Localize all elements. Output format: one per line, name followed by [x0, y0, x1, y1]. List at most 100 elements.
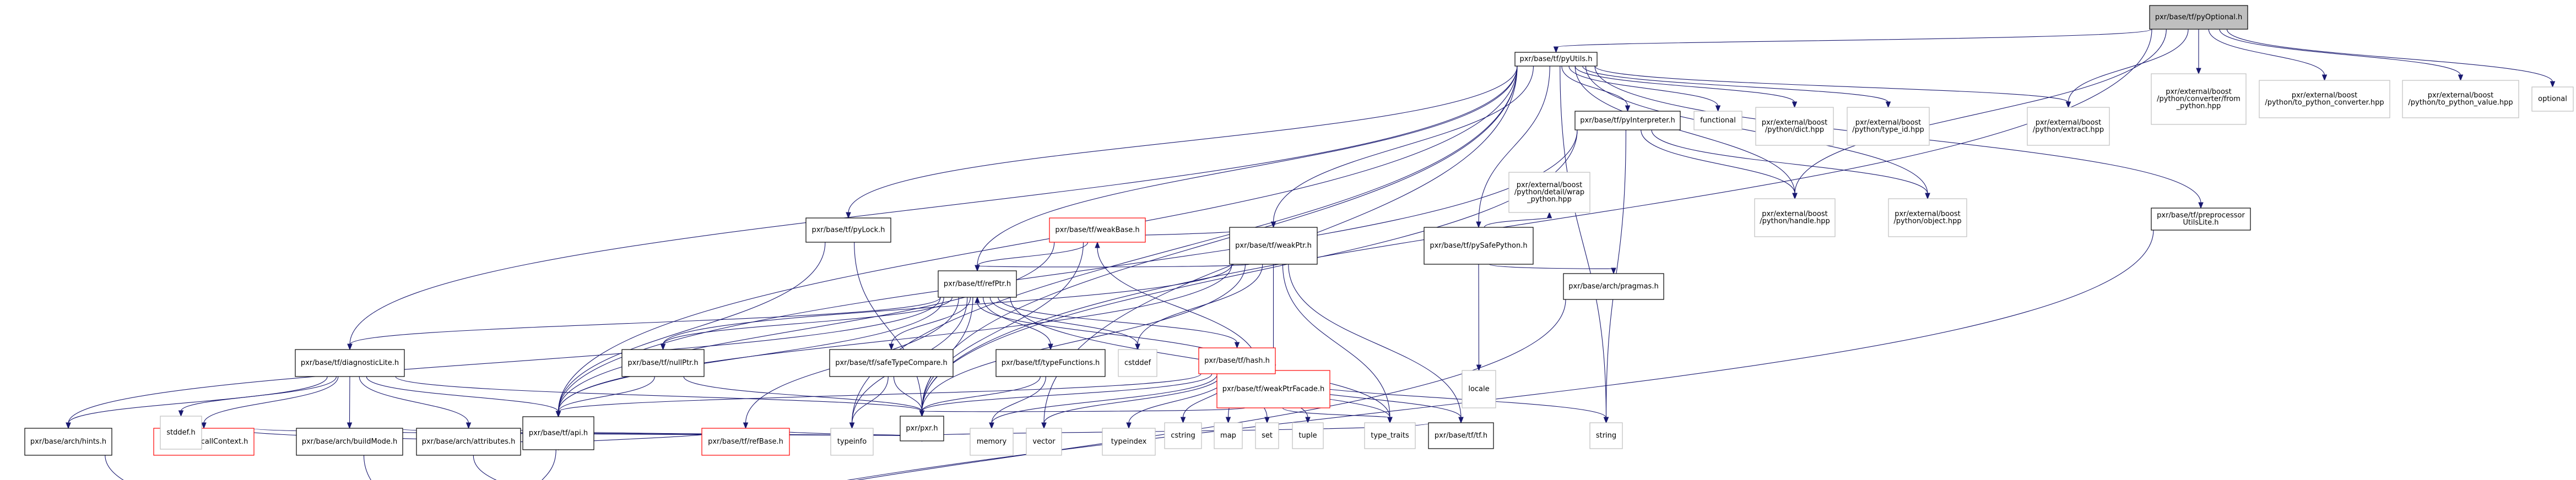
edge-buildMode-to-defines [363, 455, 371, 480]
arrowhead-icon [66, 422, 71, 429]
node-label: pxr/base/tf/api.h [529, 429, 588, 438]
edge-typeFunctions-to-memory [989, 376, 1046, 429]
edge-line [359, 376, 469, 424]
arrowhead-icon [1387, 417, 1393, 424]
edge-line [1484, 217, 1550, 228]
node-box [829, 349, 954, 377]
node-weakBase[interactable]: pxr/base/tf/weakBase.h [1049, 217, 1146, 243]
node-pyLock[interactable]: pxr/base/tf/pyLock.h [805, 217, 891, 243]
edge-pyUtils-to-extract [1594, 66, 2071, 108]
node-box [701, 428, 790, 456]
node-weakPtr[interactable]: pxr/base/tf/weakPtr.h [1229, 227, 1318, 265]
node-box [2259, 80, 2390, 118]
node-pyOptional[interactable]: pxr/base/tf/pyOptional.h [2149, 5, 2248, 30]
node-pragmas[interactable]: pxr/base/arch/pragmas.h [1563, 273, 1664, 300]
edge-line [558, 376, 655, 412]
node-label: pxr/base/tf/weakPtr.h [1235, 242, 1312, 250]
edge-line [1097, 247, 1260, 371]
edge-line [977, 264, 1251, 268]
edge-line [68, 297, 941, 424]
edge-pyOptional-to-pyUtils [1553, 29, 2152, 53]
arrowhead-icon [1925, 193, 1930, 200]
node-label: pxr/base/tf/diagnosticLite.h [301, 359, 399, 367]
node-label: pxr/base/tf/typeFunctions.h [1002, 359, 1100, 367]
node-label: stddef.h [166, 429, 195, 437]
node-label: memory [977, 438, 1007, 446]
node-pyUtils[interactable]: pxr/base/tf/pyUtils.h [1514, 52, 1598, 67]
edge-line [1794, 29, 2167, 194]
node-api[interactable]: pxr/base/tf/api.h [522, 416, 594, 450]
node-box [1049, 217, 1146, 243]
node-buildMode[interactable]: pxr/base/arch/buildMode.h [296, 428, 403, 456]
node-typeFunctions[interactable]: pxr/base/tf/typeFunctions.h [995, 349, 1106, 377]
node-box [1563, 273, 1664, 300]
node-box [1164, 422, 1202, 449]
edge-refPtr-to-diagnosticLite [347, 297, 941, 351]
node-label: /python/extract.hpp [2033, 126, 2104, 134]
arrowhead-icon [555, 411, 561, 418]
node-refBase[interactable]: pxr/base/tf/refBase.h [701, 428, 790, 456]
node-hints[interactable]: pxr/base/arch/hints.h [24, 428, 112, 456]
edge-diagnosticLite-to-callContext [201, 376, 339, 429]
arrowhead-icon [2196, 68, 2201, 75]
node-attributes[interactable]: pxr/base/arch/attributes.h [416, 428, 521, 456]
node-nullPtr[interactable]: pxr/base/tf/nullPtr.h [621, 349, 705, 377]
edge-line [851, 376, 889, 424]
node-pyInterpreter[interactable]: pxr/base/tf/pyInterpreter.h [1574, 111, 1681, 130]
edge-line [921, 376, 1041, 412]
edge-pyUtils-to-type_id [1582, 66, 1891, 108]
node-diagnosticLite[interactable]: pxr/base/tf/diagnosticLite.h [295, 349, 405, 377]
edge-preprocessorUtilsLite-to-defines [847, 230, 2154, 480]
node-label: cstddef [1124, 359, 1151, 367]
node-label: /python/converter/from [2157, 95, 2241, 103]
node-weakPtrFacade[interactable]: pxr/base/tf/weakPtrFacade.h [1216, 370, 1330, 408]
edge-pyOptional-to-to_python_converter [2208, 29, 2328, 81]
edge-line [1574, 66, 1795, 194]
arrowhead-icon [1885, 101, 1891, 108]
node-handle: pxr/external/boost/python/handle.hpp [1754, 198, 1836, 237]
node-box [2149, 5, 2248, 30]
node-box [970, 428, 1014, 456]
node-box [1216, 370, 1330, 408]
edge-line [921, 264, 1246, 412]
node-type_traits: type_traits [1364, 422, 1416, 449]
edge-pySafePython-to-wrap_python [1484, 211, 1552, 228]
edge-line [363, 455, 371, 480]
node-box [522, 416, 594, 450]
node-box [2151, 208, 2251, 231]
node-pxr[interactable]: pxr/pxr.h [900, 416, 944, 441]
node-dict: pxr/external/boost/python/dict.hpp [1755, 107, 1834, 146]
node-label: pxr/base/arch/hints.h [30, 438, 106, 446]
node-label: /python/object.hpp [1893, 217, 1961, 226]
edge-line [203, 376, 339, 424]
edge-line [542, 449, 556, 480]
arrowhead-icon [1476, 221, 1481, 228]
arrowhead-icon [1546, 211, 1552, 219]
edge-pyUtils-to-weakPtr [1270, 66, 1534, 228]
arrowhead-icon [1234, 342, 1240, 349]
edge-typeFunctions-to-pxr [919, 376, 1041, 417]
node-box [830, 428, 874, 456]
edge-diagnosticLite-to-hints [66, 376, 328, 429]
node-safeTypeCompare[interactable]: pxr/base/tf/safeTypeCompare.h [829, 349, 954, 377]
edge-line [1641, 129, 1795, 194]
node-label: pxr/external/boost [1855, 119, 1922, 127]
edge-line [989, 297, 1138, 345]
node-label: /python/handle.hpp [1760, 217, 1830, 226]
node-label: pxr/external/boost [2428, 91, 2494, 100]
node-pySafePython[interactable]: pxr/base/tf/pySafePython.h [1424, 227, 1534, 265]
node-box [1514, 52, 1598, 67]
node-refPtr[interactable]: pxr/base/tf/refPtr.h [938, 270, 1017, 298]
node-label: optional [2538, 95, 2567, 103]
node-label: _python.hpp [2176, 102, 2221, 111]
node-tf[interactable]: pxr/base/tf/tf.h [1428, 422, 1494, 449]
node-hash[interactable]: pxr/base/tf/hash.h [1198, 347, 1276, 374]
node-label: /python/to_python_converter.hpp [2265, 99, 2384, 107]
edge-line [991, 376, 1046, 424]
node-box [24, 428, 112, 456]
arrowhead-icon [1625, 105, 1631, 112]
node-label: _python.hpp [1527, 195, 1572, 204]
arrowhead-icon [2458, 74, 2464, 81]
edge-pyOptional-to-to_python_value [2219, 29, 2464, 81]
